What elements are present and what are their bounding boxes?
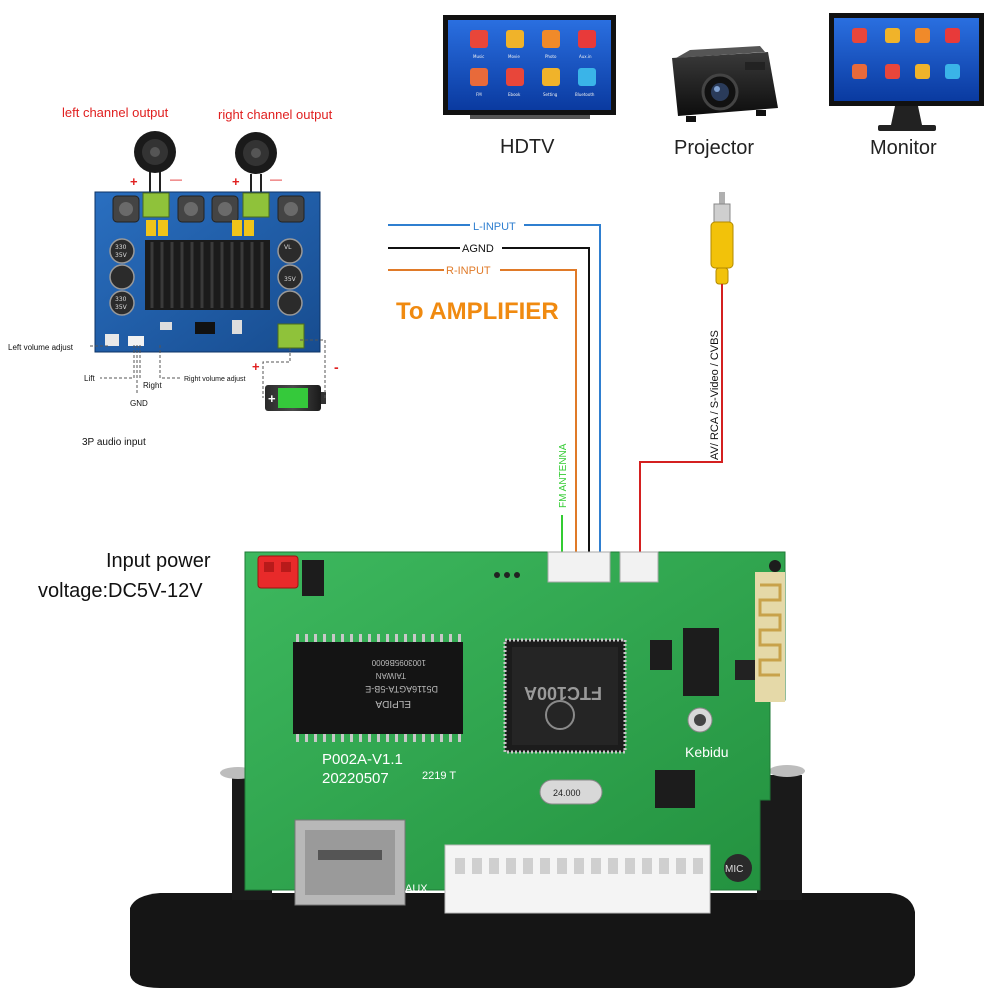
monitor-app-grid [852, 28, 960, 79]
right-minus: — [270, 172, 282, 186]
left-speaker-icon [134, 131, 176, 173]
wiring: L-INPUT AGND R-INPUT To AMPLIFIER FM ANT… [388, 218, 723, 580]
memory-chip-text-2: D5116AGTA-5B-E [365, 684, 438, 694]
app-label: Movie [508, 54, 520, 59]
app-label: Music [473, 54, 484, 59]
right-volume-wire [159, 345, 180, 379]
cap-label: VL [284, 244, 292, 251]
app-label: FM [476, 92, 482, 97]
right-channel-label: right channel output [218, 107, 333, 122]
power-label-line1: Input power [106, 550, 211, 572]
battery-plus-mark: + [268, 391, 276, 406]
av-wire [639, 284, 723, 580]
right-plus: + [232, 174, 240, 189]
audio-connector[interactable] [547, 551, 611, 583]
capacitor-left-column: 330 35V 330 35V [109, 238, 135, 316]
processor-chip-text: FTC100A [524, 683, 602, 703]
app-label: Aux.in [579, 54, 592, 59]
left-plus: + [130, 174, 138, 189]
audio-input-label: 3P audio input [82, 437, 146, 448]
cap-label: 35V [284, 276, 297, 283]
app-label: Ebook [508, 92, 521, 97]
r-input-label: R-INPUT [446, 265, 491, 277]
crystal-oscillator: 24.000 [539, 779, 603, 805]
l-input-wire [388, 224, 601, 580]
rca-plug-icon [710, 192, 734, 285]
model-label: P002A-V1.1 [322, 751, 403, 768]
power-voltage-label-group: Input power voltage:DC5V-12V [38, 550, 211, 602]
amplifier-board: 330 35V 330 35V VL 35V [94, 191, 321, 353]
gnd-label: GND [130, 399, 148, 408]
date-label: 20220507 [322, 770, 389, 787]
cap-label: 330 [115, 296, 127, 303]
cap-label: 35V [115, 304, 128, 311]
capacitor-right-column: VL 35V [277, 238, 303, 316]
right-volume-label: Right volume adjust [184, 376, 246, 383]
main-pcb: ELPIDA D5116AGTA-5B-E TAIWAN 1003095B600… [244, 551, 786, 914]
power-label-line2: voltage:DC5V-12V [38, 580, 203, 602]
brand-label: Kebidu [685, 744, 729, 760]
av-connector[interactable] [619, 551, 659, 583]
agnd-label: AGND [462, 243, 494, 255]
audio-input-wire-lift [100, 345, 135, 379]
memory-chip-text-1: ELPIDA [375, 698, 411, 709]
memory-chip-text-4: 1003095B6000 [371, 658, 426, 667]
cap-label: 35V [115, 252, 128, 259]
mic-icon: MIC [724, 854, 752, 882]
left-minus: — [170, 172, 182, 186]
batch-label: 2219 T [422, 770, 456, 782]
left-volume-label: Left volume adjust [8, 343, 74, 352]
battery-minus-label: - [334, 359, 339, 375]
monitor-device [829, 13, 984, 131]
app-label: Bluetooth [575, 92, 595, 97]
projector-device [672, 46, 778, 122]
agnd-wire [388, 247, 590, 580]
main-processor-chip: FTC100A [503, 638, 627, 754]
memory-chip-text-3: TAIWAN [376, 671, 406, 680]
battery-wire-negative [300, 339, 326, 398]
hdtv-device: Music Movie Photo Aux.in FM Ebook Settin… [443, 15, 616, 119]
memory-chip: ELPIDA D5116AGTA-5B-E TAIWAN 1003095B600… [293, 634, 463, 742]
aux-label: AUX [405, 883, 428, 895]
l-input-label: L-INPUT [473, 221, 516, 233]
app-label: Setting [543, 92, 558, 97]
usb-port[interactable] [294, 819, 406, 906]
battery-plus-label: + [252, 359, 260, 374]
monitor-label: Monitor [870, 137, 937, 159]
battery-icon: + [265, 385, 326, 411]
amplifier-panel: left channel output right channel output… [8, 105, 339, 448]
ribbon-connector[interactable] [444, 844, 711, 914]
right-speaker-icon [235, 132, 277, 174]
hdtv-label: HDTV [500, 136, 555, 158]
lift-label: Lift [84, 374, 95, 383]
fm-antenna-label: FM ANTENNA [558, 443, 569, 508]
av-label: AV/ RCA / S-Video / CVBS [709, 330, 721, 460]
left-channel-label: left channel output [62, 105, 169, 120]
right-label: Right [143, 381, 162, 390]
left-speaker-wires [149, 172, 161, 195]
battery-wire-positive [262, 348, 291, 398]
cap-label: 330 [115, 244, 127, 251]
crystal-label: 24.000 [553, 788, 581, 798]
app-label: Photo [545, 54, 557, 59]
to-amplifier-label: To AMPLIFIER [396, 298, 559, 325]
mic-label: MIC [725, 864, 743, 875]
projector-label: Projector [674, 137, 754, 159]
hdtv-app-grid: Music Movie Photo Aux.in FM Ebook Settin… [470, 30, 596, 97]
